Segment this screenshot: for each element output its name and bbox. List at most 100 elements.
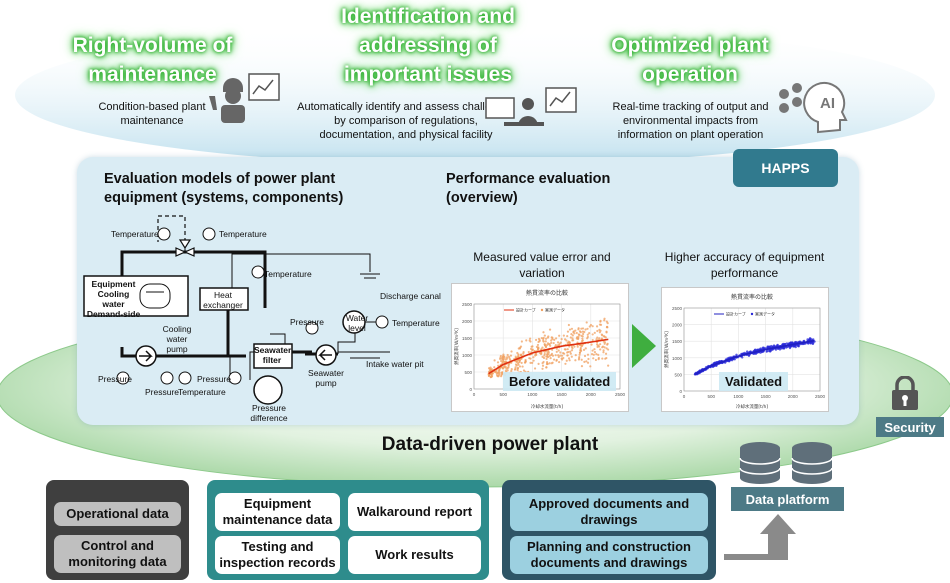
right-chart-caption: Higher accuracy of equipment performance [664, 250, 825, 280]
data-point [510, 350, 513, 353]
data-point [531, 348, 534, 351]
data-point [570, 333, 573, 336]
y-tick-label: 2500 [672, 306, 683, 311]
data-point [598, 337, 601, 340]
data-point [545, 357, 548, 361]
data-point [567, 357, 571, 360]
data-point [501, 371, 504, 374]
x-axis-label: 冷却水流量[t/h] [531, 403, 563, 410]
data-point [550, 341, 553, 344]
data-point [510, 367, 513, 371]
y-tick-label: 1500 [462, 336, 473, 341]
data-point [560, 338, 563, 341]
data-point [527, 350, 530, 354]
y-tick-label: 0 [469, 387, 472, 392]
data-point [522, 352, 525, 355]
data-point [603, 346, 606, 349]
data-point [586, 335, 589, 339]
data-point [593, 331, 596, 334]
data-point [787, 342, 790, 345]
data-point [591, 325, 594, 328]
data-point [583, 330, 586, 334]
data-point [585, 360, 588, 363]
data-point [534, 338, 538, 342]
data-point [536, 343, 540, 347]
data-point [592, 357, 595, 360]
data-point [579, 348, 582, 351]
label-discharge-canal: Discharge canal [380, 291, 441, 301]
data-point [599, 343, 602, 346]
legend-series-1: 設計カーブ [516, 307, 536, 313]
data-point [570, 345, 574, 349]
documents-panel: Approved documents and drawings Planning… [502, 480, 716, 580]
data-point [516, 362, 520, 365]
plot-area [683, 307, 821, 392]
data-point [583, 354, 587, 358]
data-point [548, 328, 552, 331]
data-point [551, 338, 554, 341]
data-point [556, 341, 560, 344]
label-temperature-4: Temperature [392, 318, 440, 328]
data-point [534, 353, 537, 356]
data-point [498, 368, 501, 371]
data-point [568, 342, 571, 345]
data-point [598, 328, 601, 332]
data-point [605, 320, 608, 323]
data-point [551, 354, 555, 357]
data-point [582, 348, 586, 351]
data-point [532, 356, 535, 359]
y-axis-label: 熱貫流率[W/m²K] [453, 328, 460, 365]
data-point [566, 351, 569, 354]
data-point [546, 353, 549, 356]
testing-inspection-box: Testing and inspection records [215, 536, 340, 574]
pillar-title-maintenance: Right-volume of maintenance [72, 34, 233, 86]
data-point [598, 345, 601, 348]
data-point [595, 338, 598, 341]
x-tick-label: 0 [683, 394, 686, 399]
before-validated-tag: Before validated [503, 372, 617, 391]
data-point [588, 332, 591, 335]
data-point [503, 361, 506, 364]
design-curve [488, 338, 609, 375]
x-axis-label: 冷却水流量[t/h] [736, 403, 768, 410]
data-point [505, 357, 509, 360]
data-point [557, 354, 560, 357]
data-point [514, 366, 517, 369]
data-point [573, 332, 576, 335]
data-point [538, 351, 541, 355]
data-point [564, 348, 567, 351]
operator-monitor-icon [485, 87, 577, 126]
legend-series-2: 実測データ [545, 307, 565, 313]
label-equipment: Equipment Cooling water Demand-side [86, 279, 141, 319]
x-tick-label: 500 [707, 394, 715, 399]
data-point [554, 344, 557, 347]
data-point [555, 350, 558, 353]
data-point [577, 337, 580, 340]
data-point [576, 345, 579, 348]
data-point [563, 338, 567, 341]
data-point [557, 360, 561, 364]
data-point [558, 342, 561, 345]
data-point [546, 343, 549, 346]
data-point [604, 357, 607, 360]
data-point [547, 349, 550, 352]
label-temperature-2: Temperature [219, 229, 267, 239]
data-point [550, 336, 553, 339]
data-point [573, 345, 576, 348]
data-point [537, 337, 541, 340]
data-point [496, 361, 500, 364]
data-point [546, 336, 549, 339]
y-tick-label: 1000 [672, 356, 683, 361]
data-point [765, 350, 768, 353]
data-point [489, 368, 493, 371]
data-point [569, 352, 572, 355]
data-point [545, 355, 548, 358]
data-point [516, 369, 519, 372]
x-tick-label: 2500 [815, 394, 826, 399]
chart-title: 熱貫流率の比較 [526, 289, 568, 297]
data-point [522, 369, 526, 372]
data-point [520, 354, 523, 357]
data-point [548, 362, 551, 365]
x-tick-label: 1500 [761, 394, 772, 399]
engineer-chart-icon [209, 73, 280, 123]
